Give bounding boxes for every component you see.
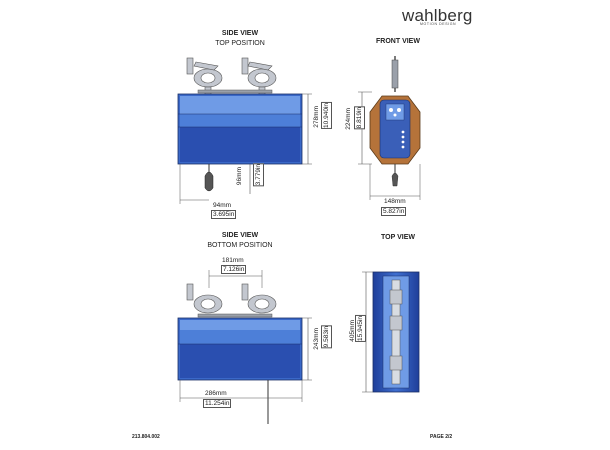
side-bottom-width-in: 11.254in xyxy=(203,399,232,408)
side-top-height-in: 10.940in xyxy=(321,102,332,129)
side-view-top-title: SIDE VIEW xyxy=(221,30,259,37)
brand-tagline: MOTION DESIGN xyxy=(420,22,457,26)
side-top-hook-in: 3.779in xyxy=(253,163,264,187)
side-bottom-clamp-mm: 181mm xyxy=(222,257,244,264)
part-number: 213.804.002 xyxy=(132,434,160,440)
side-view-bottom-subtitle: BOTTOM POSITION xyxy=(207,242,273,249)
front-width-mm: 148mm xyxy=(384,198,406,205)
side-view-top-subtitle: TOP POSITION xyxy=(215,40,265,47)
clamp-left xyxy=(186,57,223,96)
side-top-offset-mm: 94mm xyxy=(213,202,232,209)
front-width-in: 5.827in xyxy=(381,207,407,216)
top-length-in: 15.945in xyxy=(355,315,366,342)
front-height-in: 8.819in xyxy=(354,106,365,130)
top-view-title: TOP VIEW xyxy=(381,234,415,241)
side-top-offset-in: 3.695in xyxy=(211,210,237,219)
side-view-bottom-title: SIDE VIEW xyxy=(221,232,259,239)
side-bottom-height-in: 9.583in xyxy=(321,325,332,349)
side-bottom-height-mm: 243mm xyxy=(313,328,320,350)
side-top-hook-mm: 96mm xyxy=(236,167,243,186)
side-bottom-clamp-in: 7.126in xyxy=(221,265,247,274)
side-view-bottom-drawing xyxy=(177,270,312,424)
front-view-drawing xyxy=(358,56,421,200)
side-bottom-width-mm: 286mm xyxy=(205,390,227,397)
top-view-drawing xyxy=(362,271,420,393)
page-number: PAGE 2/2 xyxy=(430,434,453,440)
side-top-height-mm: 278mm xyxy=(313,106,320,128)
clamp-right xyxy=(241,57,277,96)
side-view-top-drawing xyxy=(177,57,312,204)
front-view-title: FRONT VIEW xyxy=(376,38,420,45)
front-height-mm: 224mm xyxy=(345,108,352,130)
brand-logo: wahlberg xyxy=(402,6,473,25)
